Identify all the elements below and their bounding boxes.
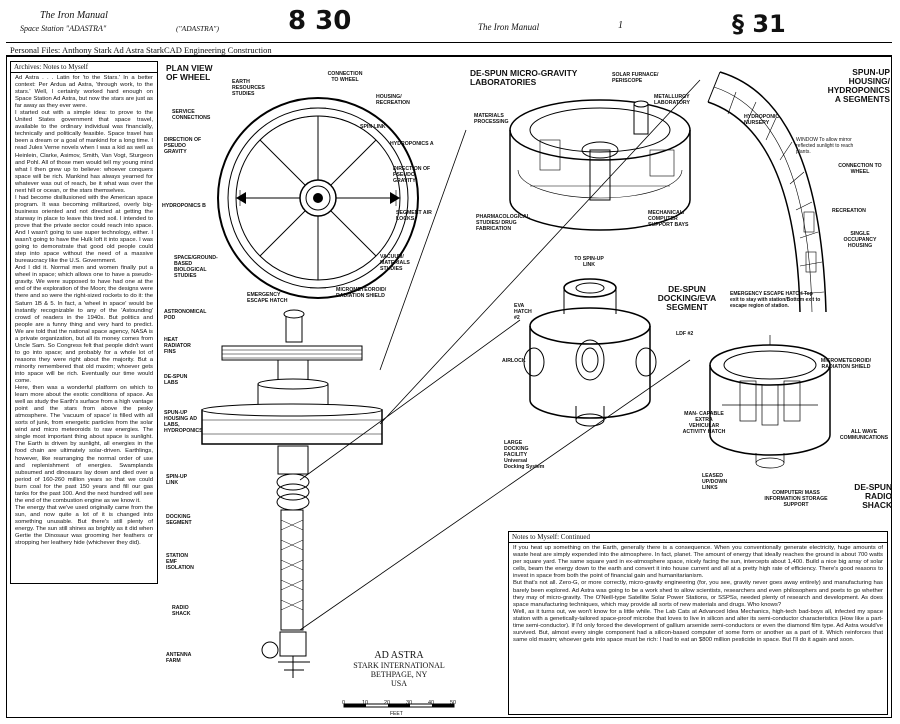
- notes-left-panel: Archives: Notes to Myself Ad Astra . . .…: [10, 61, 158, 584]
- notes-right-body: If you heat up something on the Earth, g…: [509, 543, 887, 646]
- label-micrometeoroid-radio: MICROMETEOROID/ RADIATION SHIELD: [820, 358, 872, 370]
- label-docking-segment: DOCKING SEGMENT: [166, 514, 192, 526]
- label-astronomical-pod: ASTRONOMICAL POD: [164, 309, 207, 321]
- notes-left-p5: Here, then was a wonderful platform on w…: [15, 385, 153, 504]
- label-computer-storage: COMPUTER/ MASS INFORMATION STORAGE SUPPO…: [764, 490, 828, 508]
- label-ldf: LDF #2: [676, 331, 694, 337]
- hand-number-center: 1: [618, 20, 623, 31]
- micro-gravity-title: DE-SPUN MICRO-GRAVITY LABORATORIES: [470, 68, 578, 87]
- notes-right-title: Notes to Myself: Continued: [509, 532, 887, 543]
- notes-right-p2: But that's not all. Zero-G, or more corr…: [513, 580, 883, 608]
- label-segment-airlocks: SEGMENT AIR LOCKS: [396, 210, 432, 222]
- label-recreation: RECREATION: [832, 208, 866, 214]
- hand-note-left: ("ADASTRA"): [176, 24, 219, 33]
- label-station-emf: STATION EMF ISOLATION: [166, 553, 194, 571]
- scale-ticks: 0 10 20 30 40 50: [340, 700, 466, 708]
- label-radio-shack: RADIO SHACK: [172, 605, 191, 617]
- label-hydroponic-nursery: HYDROPONIC NURSERY: [744, 114, 780, 126]
- label-airlock: AIRLOCK: [502, 358, 526, 364]
- label-space-ground: SPACE/GROUND- BASED BIOLOGICAL STUDIES: [174, 255, 218, 279]
- footer-line3: USA: [390, 679, 407, 688]
- label-antenna-farm: ANTENNA FARM: [166, 652, 192, 664]
- label-connection-wheel: CONNECTION TO WHEEL: [327, 71, 363, 83]
- scale-tick-3: 30: [406, 700, 413, 706]
- label-direction-right: DIRECTION OF PSEUDO GRAVITY: [393, 166, 431, 184]
- label-housing-recreation: HOUSING/ RECREATION: [376, 94, 410, 106]
- label-man-capable: MAN- CAPABLE EXTRA VEHICULAR ACTIVITY HA…: [682, 411, 726, 435]
- label-large-docking: LARGE DOCKING FACILITY Universal Docking…: [504, 440, 545, 470]
- docking-drawing: [523, 278, 657, 427]
- scale-unit: FEET: [390, 711, 403, 717]
- label-despun-labs: DE-SPUN LABS: [164, 374, 188, 386]
- label-vacuum: VACUUM/ MATERIALS STUDIES: [380, 254, 410, 272]
- label-single-occupancy: SINGLE OCCUPANCY HOUSING: [843, 231, 877, 249]
- page-number-left: 8 30: [288, 6, 352, 36]
- label-spin-up-link: SPIN-UP LINK: [166, 474, 187, 486]
- footer-line1: STARK INTERNATIONAL: [353, 661, 445, 670]
- label-window: WINDOW To allow mirror reflected sunligh…: [796, 137, 854, 155]
- label-pharma: PHARMACOLOGICAL STUDIES/ DRUG FABRICATIO…: [476, 214, 530, 232]
- docking-title: DE-SPUN DOCKING/EVA SEGMENT: [657, 284, 717, 312]
- label-heat-fins: HEAT RADIATOR FINS: [164, 337, 191, 355]
- notes-right-panel: Notes to Myself: Continued If you heat u…: [508, 531, 888, 715]
- scale-tick-5: 50: [450, 700, 457, 706]
- label-hydroponics-b: HYDROPONICS B: [162, 203, 206, 209]
- radio-shack-title: DE-SPUN RADIO SHACK: [854, 482, 892, 510]
- notes-left-title: Archives: Notes to Myself: [11, 62, 157, 73]
- scale-tick-4: 40: [428, 700, 435, 706]
- page-number-right: § 31: [732, 10, 786, 38]
- label-earth-resources: EARTH RESOURCES STUDIES: [232, 79, 265, 97]
- notes-left-body: Ad Astra . . . Latin for 'to the Stars.'…: [11, 73, 157, 549]
- label-spunup-housing: SPUN-UP HOUSING AD LABS, HYDROPONICS: [164, 410, 203, 434]
- page-frame: [6, 56, 892, 718]
- hand-title-left: The Iron Manual: [40, 10, 108, 21]
- spun-up-title: SPUN-UP HOUSING/ HYDROPONICS A SEGMENTS: [827, 67, 890, 104]
- label-connection-spun: CONNECTION TO WHEEL: [838, 163, 882, 175]
- label-leased-links: LEASED UP/DOWN LINKS: [702, 473, 728, 491]
- scale-tick-2: 20: [384, 700, 391, 706]
- footer-name: AD ASTRA: [374, 650, 424, 661]
- radio-shack-drawing: [709, 335, 831, 469]
- plan-view-title: PLAN VIEW OF WHEEL: [166, 63, 213, 82]
- micro-gravity-drawing: [509, 99, 691, 231]
- label-all-wave: ALL WAVE COMMUNICATIONS: [839, 429, 889, 441]
- label-hydroponics-a: HYDROPONICS A: [390, 141, 434, 147]
- scale-bar: [343, 703, 455, 708]
- scale-tick-1: 10: [362, 700, 369, 706]
- label-emergency-hatch: EMERGENCY ESCAPE HATCH: [247, 292, 288, 304]
- label-solar-furnace: SOLAR FURNACE/ PERISCOPE: [612, 72, 659, 84]
- label-materials-processing: MATERIALS PROCESSING: [474, 113, 509, 125]
- notes-left-p1: Ad Astra . . . Latin for 'to the Stars.'…: [15, 75, 153, 110]
- label-to-spin-up: TO SPIN-UP LINK: [574, 256, 604, 268]
- notes-right-p3: Well, as it turns out, we won't know for…: [513, 608, 883, 644]
- notes-left-p3: I had become disillusioned with the Amer…: [15, 194, 153, 265]
- personal-files-bar: Personal Files: Anthony Stark Ad Astra S…: [6, 42, 892, 56]
- label-direction-left: DIRECTION OF PSEUDO GRAVITY: [164, 137, 202, 155]
- label-emergency-spun: EMERGENCY ESCAPE HATCH Top exit to stay …: [730, 291, 821, 309]
- notes-left-p2: I started out with a simple idea: to pro…: [15, 110, 153, 194]
- label-metallurgy: METALLURGY LABORATORY: [654, 94, 690, 106]
- notes-left-p4: And I did it. Normal men and women final…: [15, 265, 153, 385]
- hand-title-center: The Iron Manual: [478, 22, 540, 32]
- label-eva-hatch: EVA HATCH #2: [514, 303, 532, 321]
- wheel-plan-drawing: [217, 97, 419, 299]
- spun-up-drawing: [707, 71, 827, 313]
- label-micrometeoroid-wheel: MICROMETEOROID/ RADIATION SHIELD: [336, 287, 387, 299]
- station-stack-drawing: [201, 309, 383, 678]
- label-mechanical: MECHANICAL/ COMPUTER SUPPORT BAYS: [648, 210, 689, 228]
- label-service-connections: SERVICE CONNECTIONS: [172, 109, 211, 121]
- scale-tick-0: 0: [342, 700, 346, 706]
- notes-left-p6: The energy that we've used originally ca…: [15, 504, 153, 547]
- footer-block: AD ASTRA STARK INTERNATIONAL BETHPAGE, N…: [334, 650, 464, 688]
- hand-subtitle-left: Space Station "ADASTRA": [20, 24, 107, 33]
- footer-line2: BETHPAGE, NY: [370, 670, 428, 679]
- label-spin-link: SPIN LINK: [360, 124, 386, 130]
- notes-right-p1: If you heat up something on the Earth, g…: [513, 545, 883, 580]
